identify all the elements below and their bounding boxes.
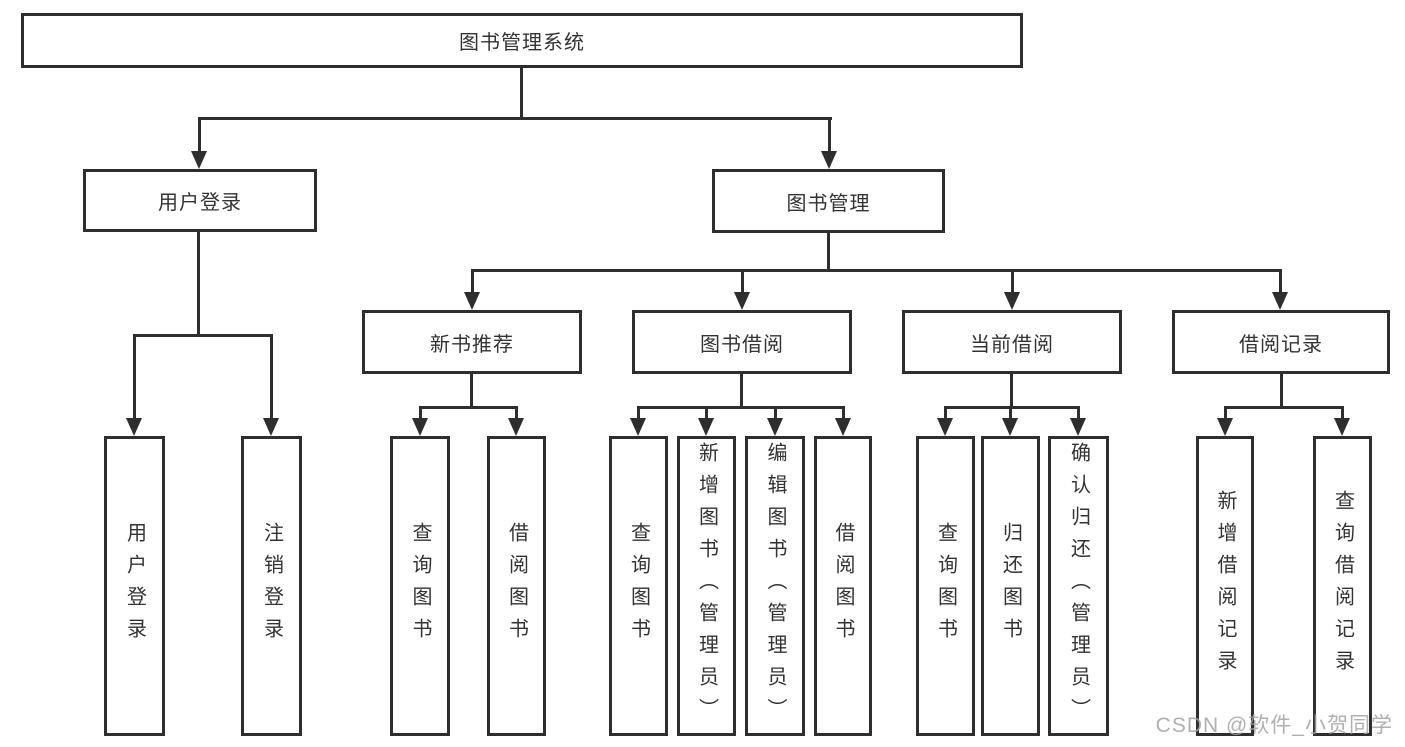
node-label: 当前借阅	[970, 333, 1054, 356]
edge-current-split	[944, 406, 1080, 409]
leaf-add-borrow-record: 新增借阅记录	[1196, 436, 1254, 736]
node-label: 图书借阅	[700, 333, 784, 356]
edge-current-stem	[1010, 372, 1013, 409]
arrow-down-icon	[1002, 418, 1018, 436]
leaf-logout: 注销登录	[241, 436, 302, 736]
edge-root-left-drop	[198, 117, 201, 154]
leaf-edit-books-admin: 编辑图书（管理员）	[745, 436, 805, 736]
edge-mgmt-split	[471, 269, 1282, 272]
leaf-label: 查询图书	[934, 522, 957, 650]
edge-borrow-split	[637, 406, 845, 409]
arrow-down-icon	[1004, 292, 1020, 310]
edge-mgmt-stem	[827, 233, 830, 272]
leaf-confirm-return-admin: 确认归还（管理员）	[1048, 436, 1109, 736]
csdn-watermark: CSDN @软件_小贺同学	[1155, 714, 1393, 737]
arrow-down-icon	[734, 292, 750, 310]
edge-recommend-drop-2	[515, 406, 518, 420]
node-label: 借阅记录	[1239, 333, 1323, 356]
edge-login-left-drop	[133, 334, 136, 420]
edge-recommend-split	[419, 406, 518, 409]
node-label: 图书管理系统	[459, 32, 585, 54]
edge-current-drop-2	[1009, 406, 1012, 420]
arrow-down-icon	[1070, 418, 1086, 436]
edge-mgmt-drop-4	[1279, 269, 1282, 294]
edge-current-drop-3	[1077, 406, 1080, 420]
edge-login-stem	[197, 231, 200, 337]
arrow-down-icon	[1334, 418, 1350, 436]
leaf-label: 用户登录	[123, 522, 146, 650]
leaf-label: 查询借阅记录	[1331, 490, 1354, 682]
edge-login-right-drop	[270, 334, 273, 420]
edge-recommend-stem	[470, 372, 473, 409]
leaf-label: 查询图书	[409, 522, 431, 650]
leaf-query-books-current: 查询图书	[916, 436, 975, 736]
edge-records-stem	[1280, 372, 1283, 409]
arrow-down-icon	[126, 418, 142, 436]
leaf-query-books-recommend: 查询图书	[390, 436, 450, 736]
arrow-down-icon	[191, 151, 207, 169]
node-new-book-recommend: 新书推荐	[362, 310, 582, 374]
node-label: 新书推荐	[430, 333, 514, 356]
arrow-down-icon	[464, 292, 480, 310]
node-current-borrow: 当前借阅	[902, 310, 1122, 374]
edge-root-split	[198, 117, 832, 120]
arrow-down-icon	[821, 151, 837, 169]
node-label: 图书管理	[786, 192, 871, 215]
leaf-return-books: 归还图书	[981, 436, 1040, 736]
leaf-label: 查询图书	[627, 522, 650, 650]
edge-borrow-drop-3	[774, 406, 777, 420]
edge-mgmt-drop-2	[741, 269, 744, 294]
leaf-label: 新增图书（管理员）	[695, 442, 718, 730]
leaf-label: 确认归还（管理员）	[1067, 442, 1090, 730]
arrow-down-icon	[1272, 292, 1288, 310]
arrow-down-icon	[1217, 418, 1233, 436]
arrow-down-icon	[698, 418, 714, 436]
arrow-down-icon	[835, 418, 851, 436]
arrow-down-icon	[937, 418, 953, 436]
leaf-label: 编辑图书（管理员）	[764, 442, 786, 730]
leaf-borrow-books-borrow: 借阅图书	[814, 436, 872, 736]
node-book-management: 图书管理	[712, 169, 945, 233]
arrow-down-icon	[508, 418, 524, 436]
edge-borrow-drop-2	[705, 406, 708, 420]
leaf-borrow-books-recommend: 借阅图书	[487, 436, 546, 736]
edge-borrow-drop-4	[842, 406, 845, 420]
node-user-login: 用户登录	[83, 169, 317, 232]
leaf-add-books-admin: 新增图书（管理员）	[677, 436, 736, 736]
leaf-label: 归还图书	[999, 522, 1022, 650]
leaf-label: 新增借阅记录	[1214, 490, 1236, 682]
edge-borrow-stem	[740, 372, 743, 409]
arrow-down-icon	[412, 418, 428, 436]
leaf-label: 注销登录	[260, 522, 283, 650]
leaf-label: 借阅图书	[832, 522, 854, 650]
leaf-user-login: 用户登录	[104, 436, 165, 736]
edge-login-split	[133, 334, 273, 337]
edge-records-drop-1	[1224, 406, 1227, 420]
edge-root-stem	[520, 66, 523, 119]
edge-mgmt-drop-3	[1011, 269, 1014, 294]
node-borrow-records: 借阅记录	[1172, 310, 1390, 374]
leaf-query-borrow-record: 查询借阅记录	[1313, 436, 1372, 736]
node-book-borrow: 图书借阅	[632, 310, 852, 374]
leaf-query-books-borrow: 查询图书	[609, 436, 668, 736]
edge-recommend-drop-1	[419, 406, 422, 420]
arrow-down-icon	[767, 418, 783, 436]
node-root-system: 图书管理系统	[21, 13, 1023, 68]
arrow-down-icon	[263, 418, 279, 436]
edge-records-split	[1224, 406, 1344, 409]
arrow-down-icon	[630, 418, 646, 436]
node-label: 用户登录	[158, 192, 242, 214]
edge-records-drop-2	[1341, 406, 1344, 420]
edge-mgmt-drop-1	[471, 269, 474, 294]
edge-current-drop-1	[944, 406, 947, 420]
edge-root-right-drop	[828, 117, 831, 154]
leaf-label: 借阅图书	[505, 522, 528, 650]
edge-borrow-drop-1	[637, 406, 640, 420]
